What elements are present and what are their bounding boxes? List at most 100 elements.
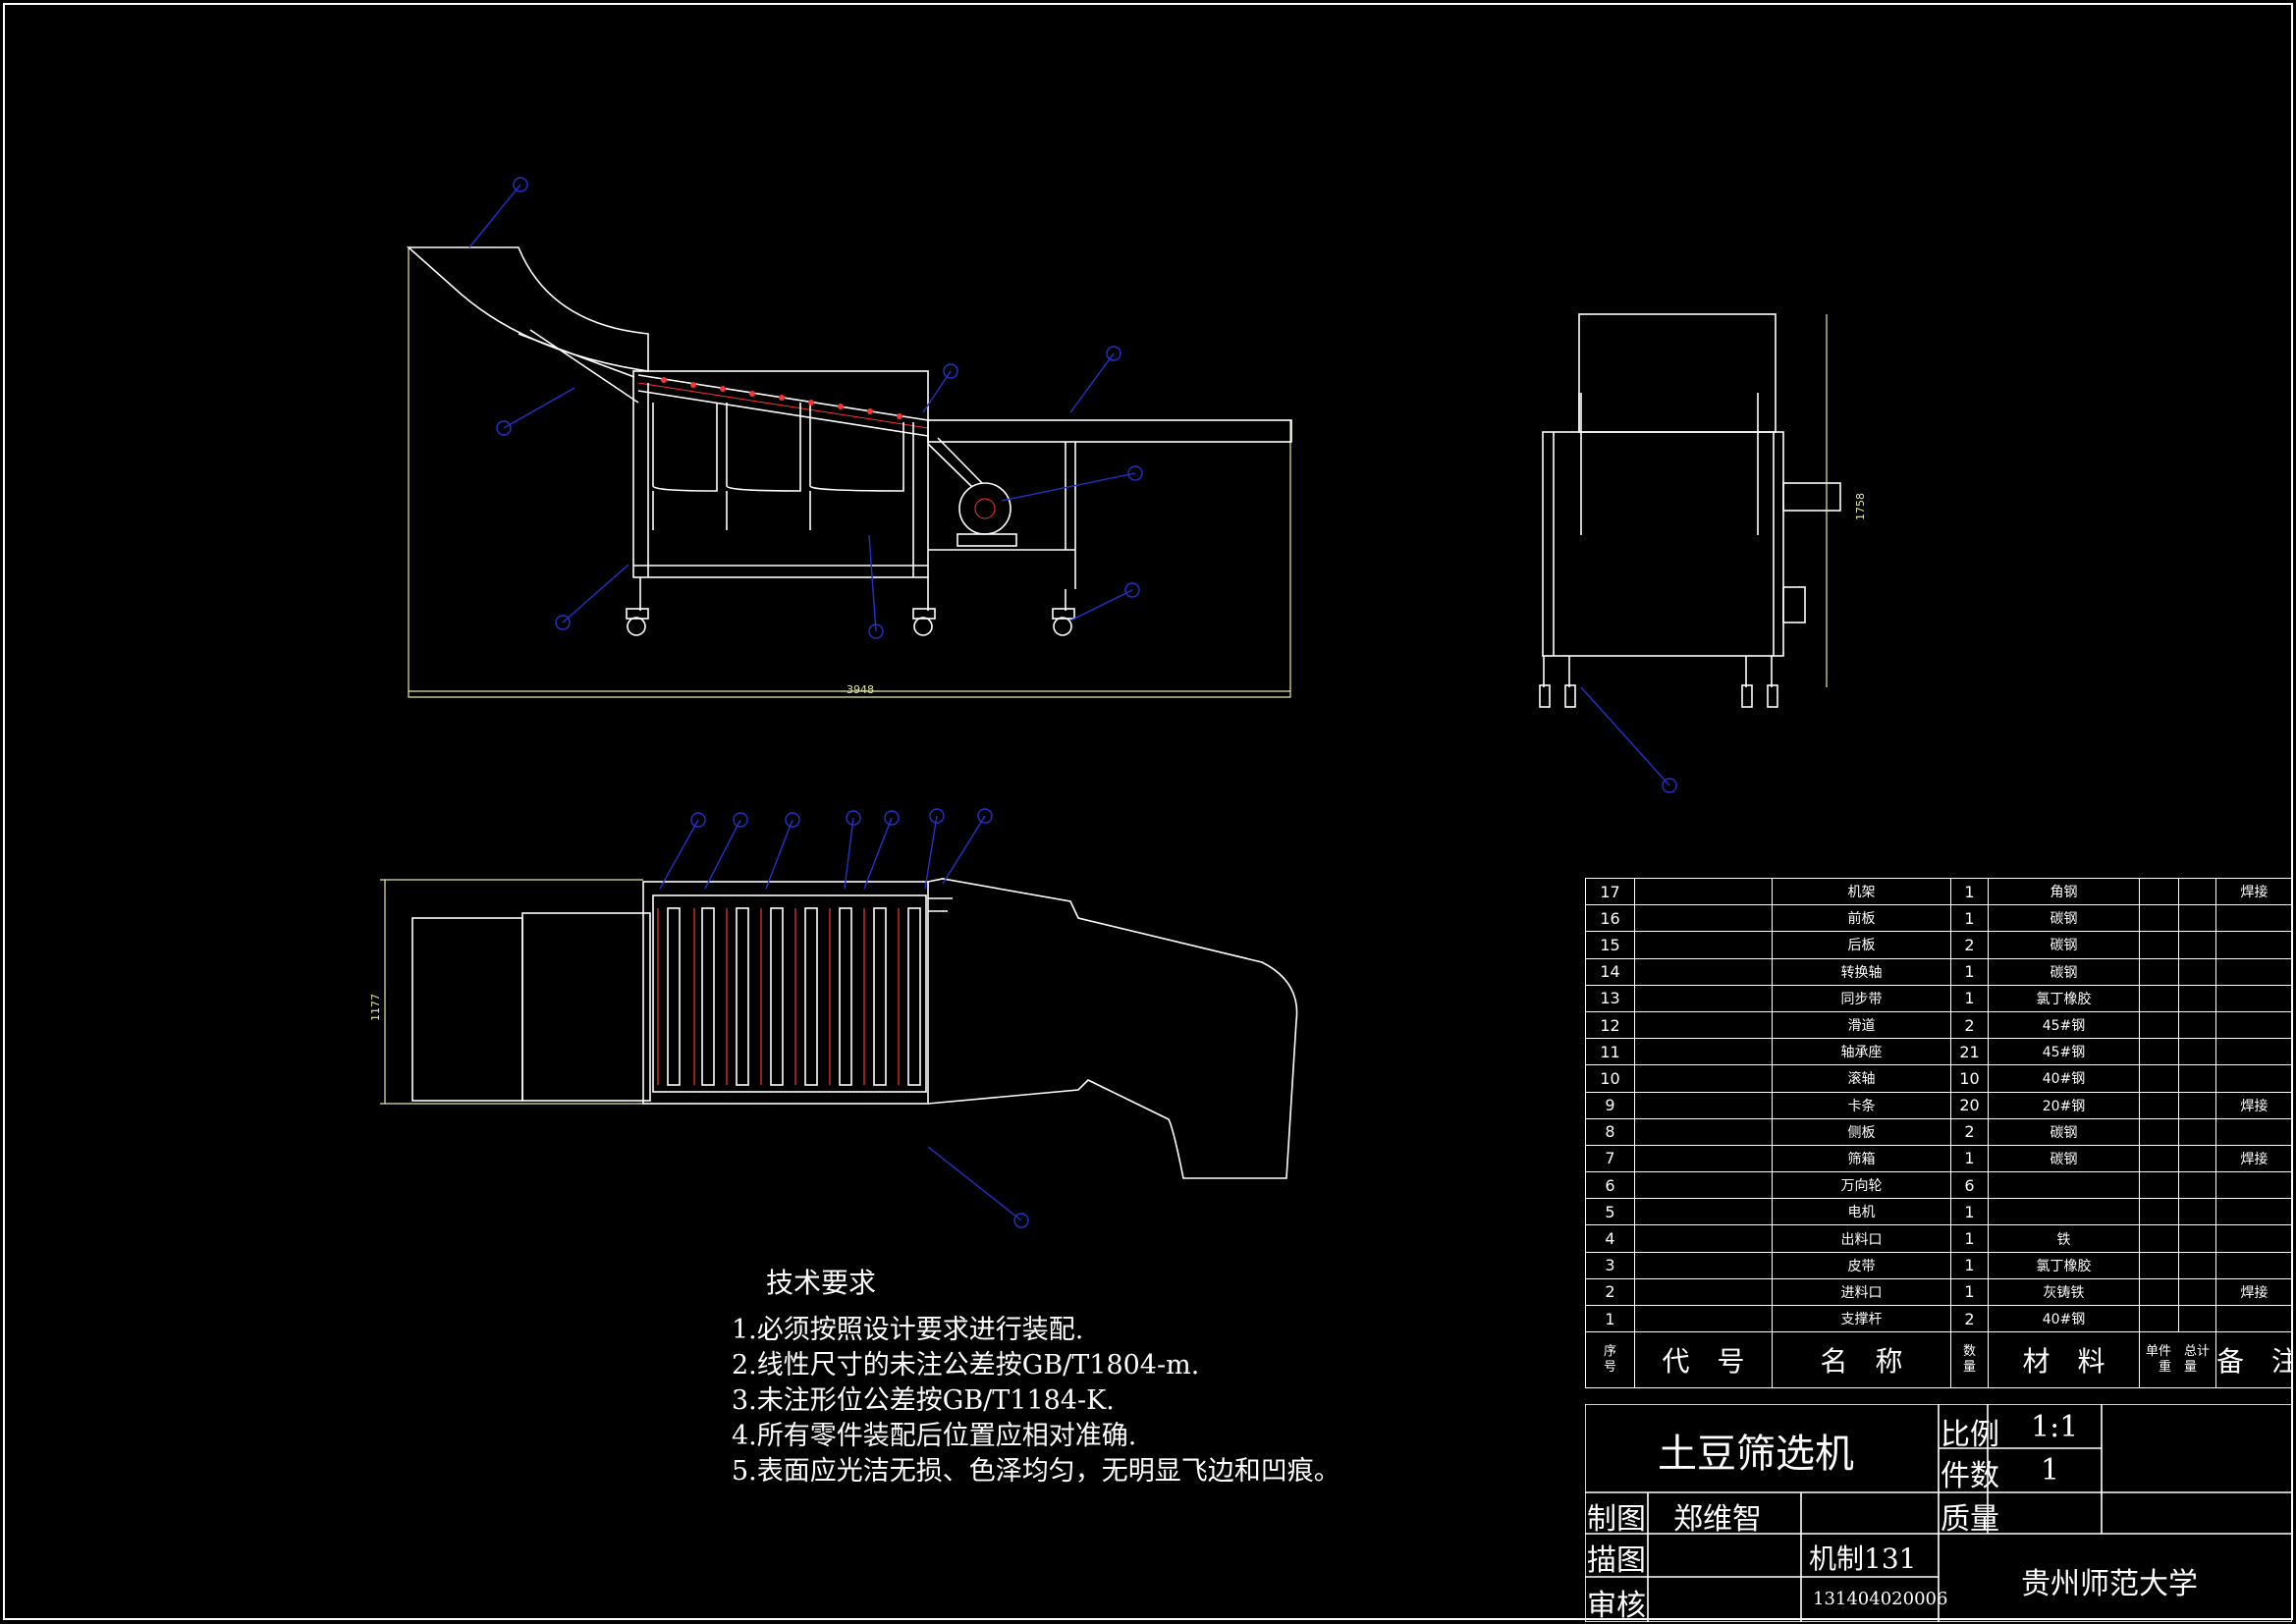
bom-name: 同步带: [1772, 984, 1951, 1012]
bom-name: 皮带: [1772, 1251, 1951, 1279]
bom-material: 碳钢: [1988, 957, 2140, 986]
bom-qty: 1: [1950, 1224, 1989, 1253]
bom-header-weight: 单件 总计重 量: [2139, 1331, 2216, 1389]
bom-no: 11: [1585, 1038, 1635, 1066]
bom-name: 万向轮: [1772, 1171, 1951, 1200]
bom-qty: 1: [1950, 957, 1989, 986]
bom-code: [1634, 904, 1773, 933]
bom-name: 筛箱: [1772, 1144, 1951, 1173]
bom-unit-weight: [2139, 1277, 2179, 1307]
product-title: 土豆筛选机: [1658, 1432, 1854, 1477]
bom-header-seq: 序号: [1585, 1331, 1635, 1389]
bom-name: 支撑杆: [1772, 1304, 1951, 1333]
bom-note: [2215, 1038, 2293, 1066]
bom-code: [1634, 1091, 1773, 1119]
bom-material: 45#钢: [1988, 1010, 2140, 1040]
bom-name: 侧板: [1772, 1117, 1951, 1146]
bom-no: 3: [1585, 1251, 1635, 1279]
top-view-bars: [667, 907, 921, 1086]
bom-material: 20#钢: [1988, 1091, 2140, 1119]
bom-qty: 2: [1950, 1117, 1989, 1146]
bom-total-weight: [2178, 1038, 2216, 1066]
bom-no: 13: [1585, 984, 1635, 1012]
bom-no: 5: [1585, 1198, 1635, 1226]
bom-code: [1634, 1038, 1773, 1066]
scale-value: 1:1: [2031, 1410, 2079, 1444]
bom-qty: 1: [1950, 904, 1989, 933]
bom-note: 焊接: [2215, 1091, 2293, 1119]
count-label: 件数: [1941, 1459, 1999, 1493]
count-value: 1: [2041, 1453, 2060, 1488]
screen-rollers: [661, 377, 902, 419]
bom-note: [2215, 1224, 2293, 1253]
bom-header: 序号 代 号 名 称 数量 材 料 单件 总计重 量 备 注: [1585, 1331, 2293, 1389]
bom-no: 16: [1585, 904, 1635, 933]
bom-unit-weight: [2139, 1198, 2179, 1226]
bom-name: 卡条: [1772, 1091, 1951, 1119]
bom-material: 碳钢: [1988, 1144, 2140, 1173]
tech-item: 3.未注形位公差按GB/T1184-K.: [732, 1385, 1115, 1416]
bom-name: 后板: [1772, 931, 1951, 959]
bom-note: [2215, 984, 2293, 1012]
bom-code: [1634, 1304, 1773, 1333]
bom-header-note: 备 注: [2215, 1331, 2293, 1389]
bom-material: [1988, 1171, 2140, 1200]
top-view-rollers: [657, 908, 900, 1085]
tech-item: 4.所有零件装配后位置应相对准确.: [732, 1421, 1137, 1451]
bom-qty: 2: [1950, 1304, 1989, 1333]
bom-material: 40#钢: [1988, 1304, 2140, 1333]
bom-name: 出料口: [1772, 1224, 1951, 1253]
bom-material: 40#钢: [1988, 1064, 2140, 1093]
bom-no: 9: [1585, 1091, 1635, 1119]
drawn-label: 制图: [1587, 1502, 1646, 1537]
bom-material: 灰铸铁: [1988, 1277, 2140, 1307]
bom-name: 转换轴: [1772, 957, 1951, 986]
bom-material: 角钢: [1988, 877, 2140, 906]
bom-unit-weight: [2139, 1038, 2179, 1066]
bom-no: 1: [1585, 1304, 1635, 1333]
scale-label: 比例: [1941, 1418, 1999, 1452]
bom-code: [1634, 1144, 1773, 1173]
bom-unit-weight: [2139, 1010, 2179, 1040]
bom-qty: 1: [1950, 1251, 1989, 1279]
bom-material: 碳钢: [1988, 931, 2140, 959]
bom-unit-weight: [2139, 877, 2179, 906]
bom-no: 14: [1585, 957, 1635, 986]
bom-unit-weight: [2139, 984, 2179, 1012]
bom-total-weight: [2178, 904, 2216, 933]
bom-header-material: 材 料: [1988, 1331, 2140, 1389]
bom-code: [1634, 1198, 1773, 1226]
bom-unit-weight: [2139, 1171, 2179, 1200]
bom-name: 前板: [1772, 904, 1951, 933]
bom-material: 氯丁橡胶: [1988, 984, 2140, 1012]
bom-note: 焊接: [2215, 1144, 2293, 1173]
bom-name: 滑道: [1772, 1010, 1951, 1040]
bom-note: [2215, 1171, 2293, 1200]
bom-code: [1634, 1251, 1773, 1279]
checked-label: 审核: [1587, 1589, 1646, 1623]
bom-note: [2215, 1198, 2293, 1226]
bom-total-weight: [2178, 1304, 2216, 1333]
bom-name: 滚轴: [1772, 1064, 1951, 1093]
title-block: [1585, 1404, 2292, 1622]
school-name: 贵州师范大学: [2021, 1567, 2198, 1601]
bom-qty: 1: [1950, 877, 1989, 906]
bom-qty: 1: [1950, 1198, 1989, 1226]
bom-note: 焊接: [2215, 1277, 2293, 1307]
bom-no: 8: [1585, 1117, 1635, 1146]
bom-no: 15: [1585, 931, 1635, 959]
bom-unit-weight: [2139, 1091, 2179, 1119]
bom-header-name: 名 称: [1772, 1331, 1951, 1389]
top-view: [380, 878, 1298, 1179]
bom-note: 焊接: [2215, 877, 2293, 906]
mass-label: 质量: [1941, 1502, 1999, 1537]
